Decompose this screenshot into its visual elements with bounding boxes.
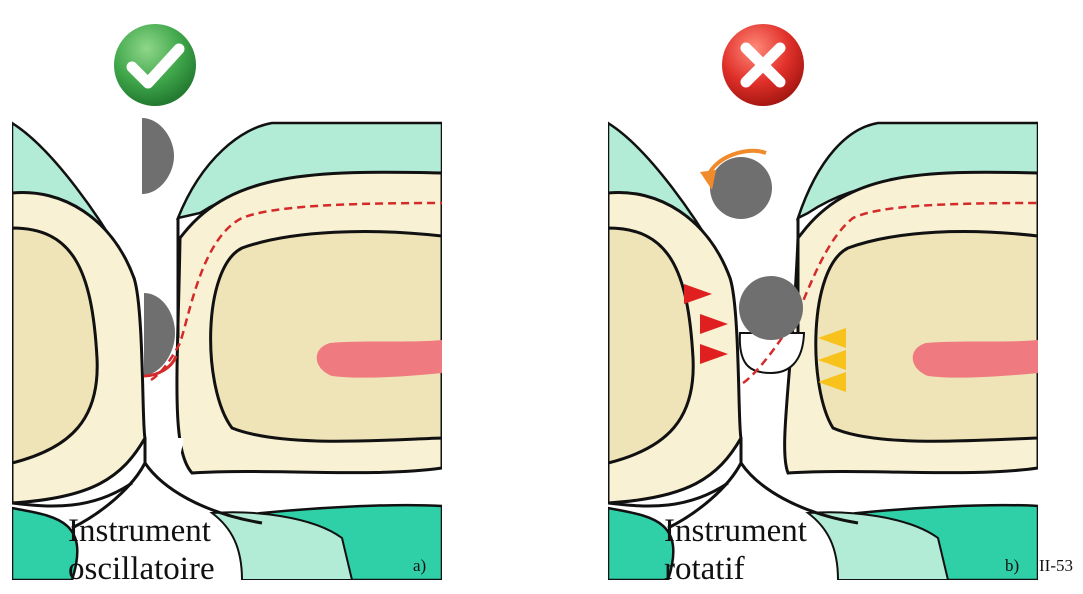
rotating-instrument-top bbox=[710, 157, 772, 219]
caption-oscillating: Instrument oscillatoire bbox=[68, 512, 215, 588]
right-dentin bbox=[211, 232, 442, 442]
right-pulp bbox=[913, 340, 1038, 378]
figure-reference: II-53 bbox=[1039, 556, 1073, 576]
panel-oscillating bbox=[12, 118, 442, 580]
panel-rotating bbox=[608, 118, 1038, 580]
caption-rotating: Instrument rotatif bbox=[664, 512, 807, 588]
panel-letter-b: b) bbox=[1005, 556, 1019, 576]
caption-line1: Instrument bbox=[68, 512, 215, 550]
caption-line2: rotatif bbox=[664, 550, 807, 588]
tooth-cross-section-b bbox=[608, 118, 1038, 580]
tooth-cross-section-a bbox=[12, 118, 442, 580]
right-pulp bbox=[317, 340, 442, 378]
caption-line1: Instrument bbox=[664, 512, 807, 550]
cross-icon bbox=[720, 22, 806, 108]
checkmark-icon bbox=[112, 22, 198, 108]
panel-letter-a: a) bbox=[413, 556, 426, 576]
right-dentin bbox=[816, 232, 1038, 442]
caption-line2: oscillatoire bbox=[68, 550, 215, 588]
rotating-instrument-bottom bbox=[739, 276, 803, 340]
